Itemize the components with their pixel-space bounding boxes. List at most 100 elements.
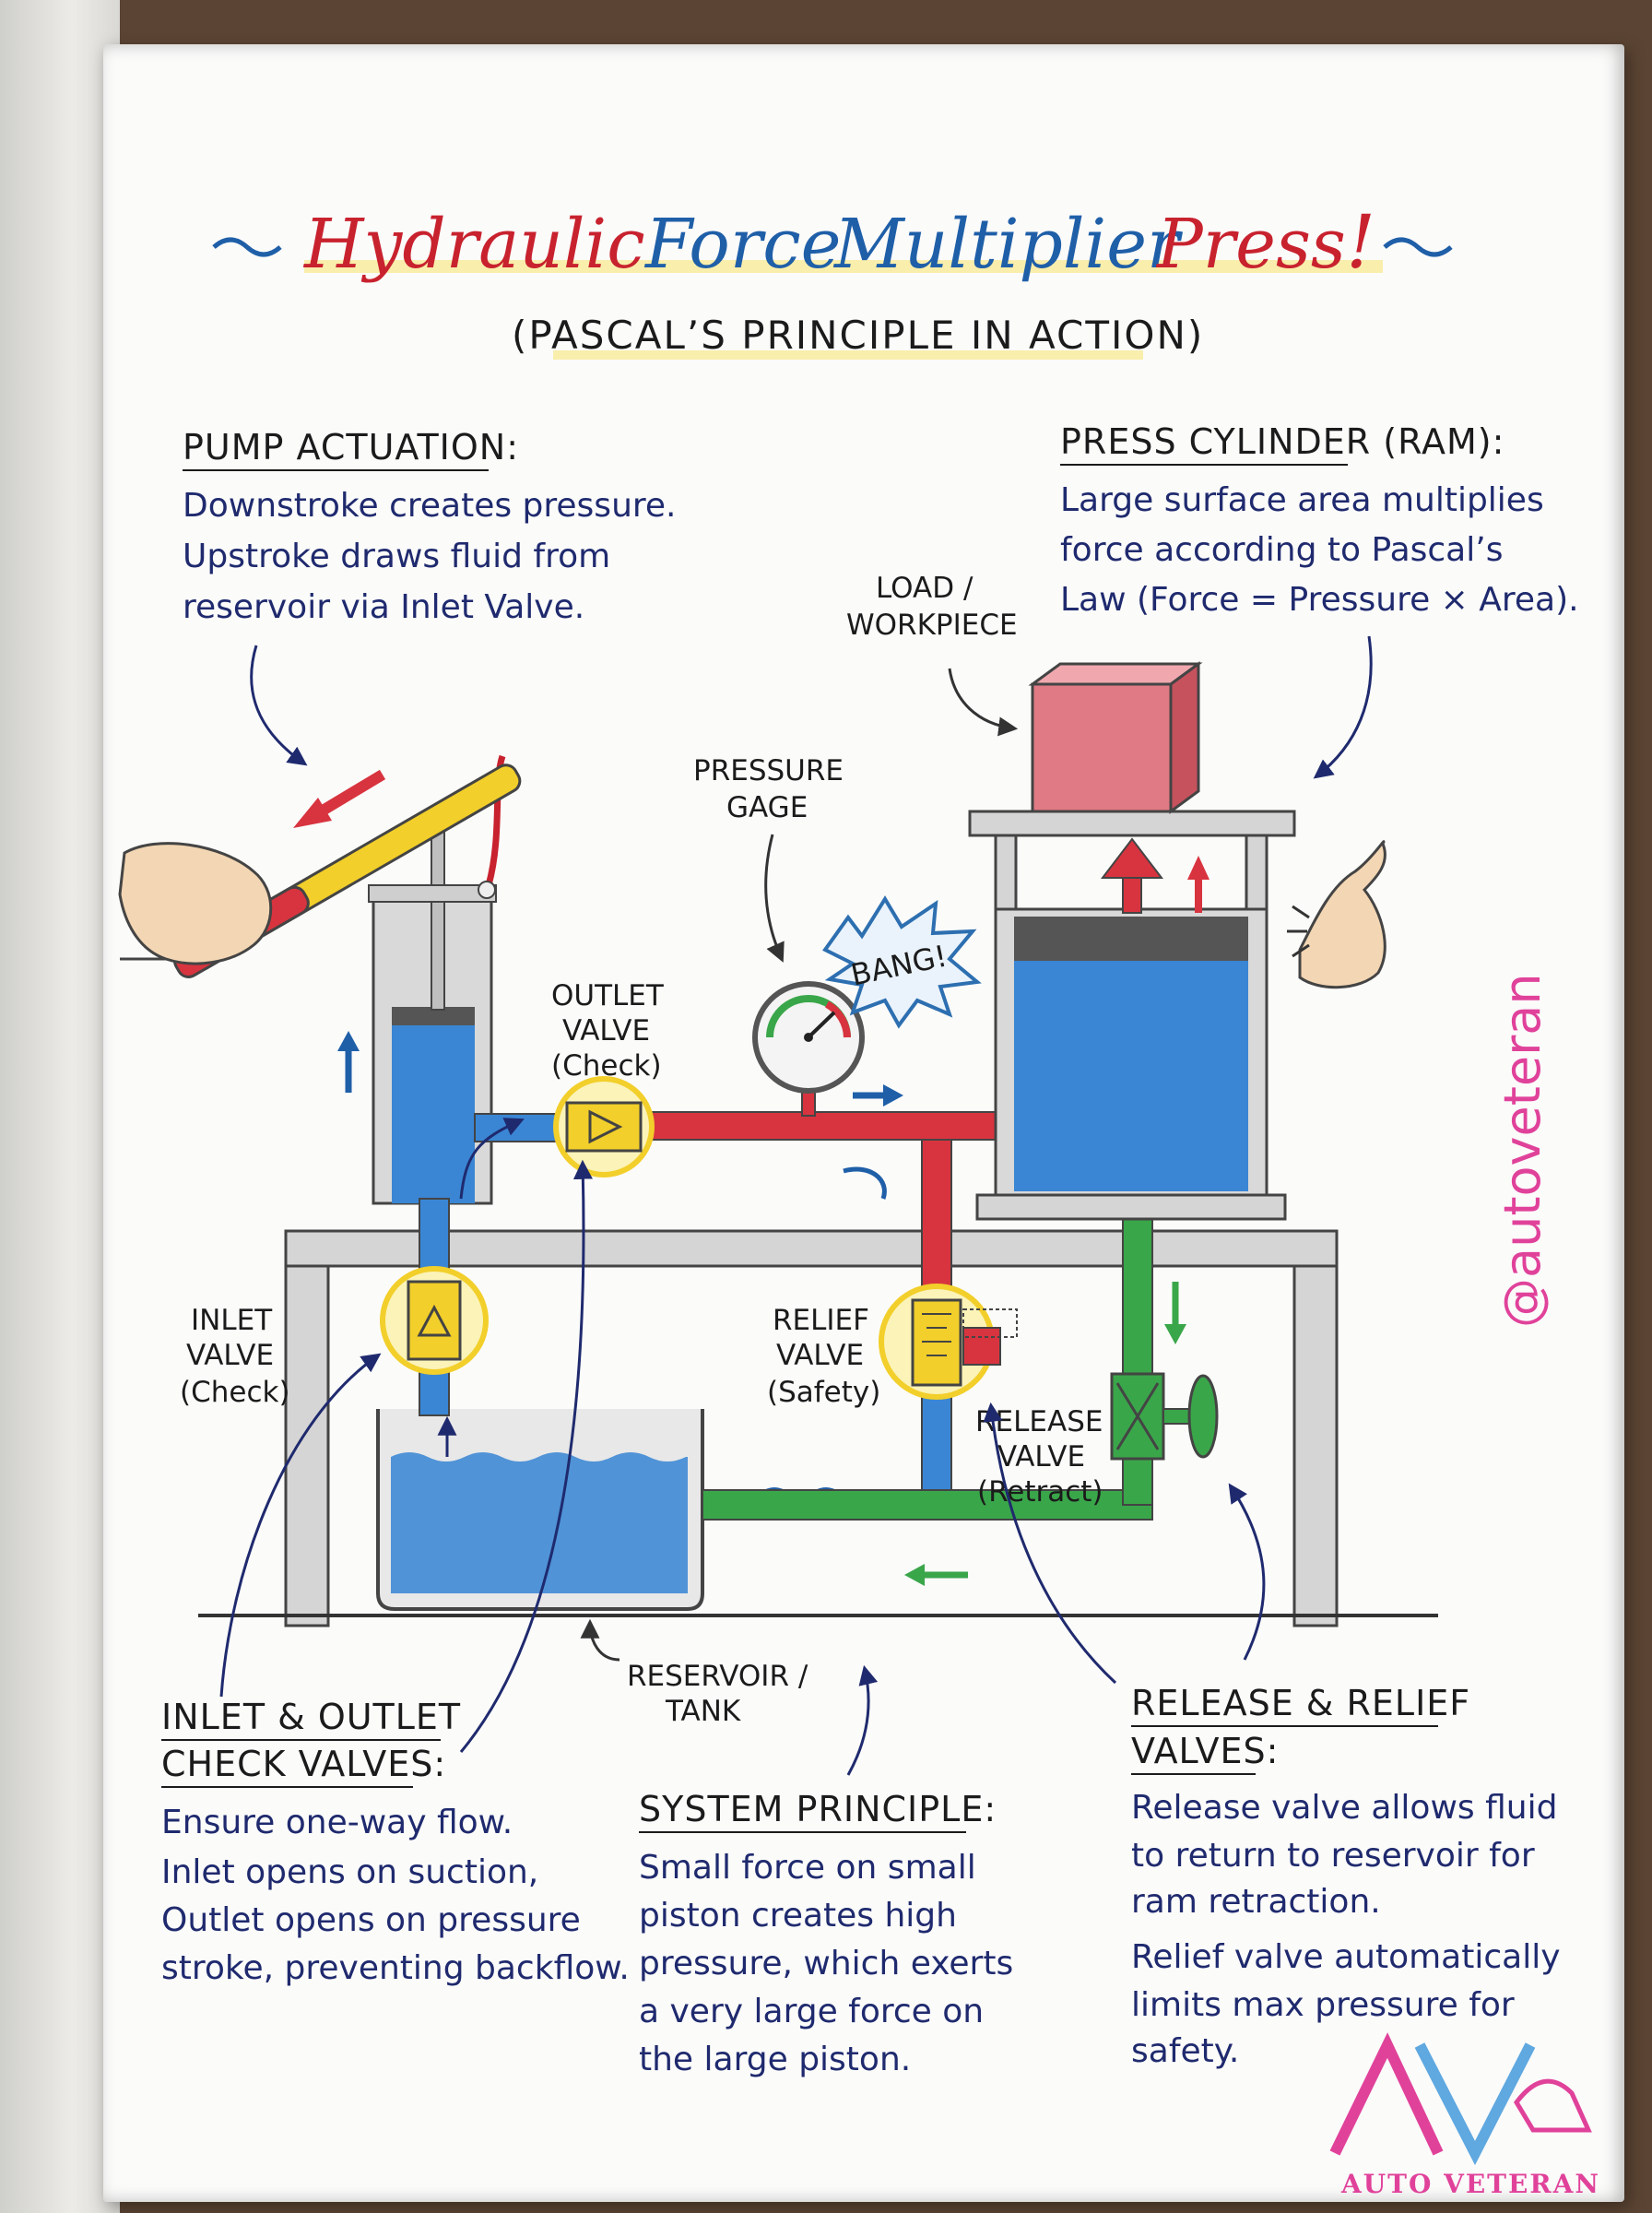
bang-burst-shape [822,895,982,1029]
subtitle: (PASCAL’S PRINCIPLE IN ACTION) [512,313,1204,358]
title-word-force: Force [643,205,841,284]
release-valve-cross-icon [1115,1382,1160,1450]
relief-valve [879,1284,1018,1400]
press-cylinder-line-3: Law (Force = Pressure × Area). [1060,581,1579,619]
pressure-gauge [752,981,865,1094]
inlet-valve-body [407,1280,462,1361]
release-relief-note: RELEASE & RELIEF VALVES: Release valve a… [983,1402,1561,2070]
pump-fluid [392,1024,475,1203]
press-ram-piston [1014,917,1248,961]
pump-actuation-heading: PUMP ACTUATION: [183,427,519,467]
release-relief-line-4: Relief valve automatically [1131,1938,1561,1976]
pump-piston [392,1007,475,1025]
reservoir-fluid [391,1452,688,1593]
check-valves-line-3: Outlet opens on pressure [161,1901,581,1939]
release-relief-line-2: to return to reservoir for [1131,1837,1535,1875]
press-cylinder-line-1: Large surface area multiplies [1060,481,1544,519]
base-frame [198,1229,1438,1627]
pump-pivot [478,881,496,899]
load-block [1028,661,1203,814]
press-right-column [1245,834,1268,911]
flexed-arm-icon [1287,840,1386,989]
press-cylinder-note: PRESS CYLINDER (RAM): Large surface area… [1060,421,1579,779]
subtitle-highlight [553,350,1143,360]
release-valve-label: RELEASE VALVE (Retract) [975,1405,1103,1509]
auto-veteran-logo: AUTO VETERAN [1329,2032,1599,2199]
system-principle-arrow [846,1664,879,1776]
pump-cylinder-cap [368,884,497,903]
press-cylinder-arrow [1313,635,1373,779]
relief-valve-cap [962,1327,1001,1366]
load-label-line-1: LOAD / [876,572,974,605]
title-exclaim: ! [1346,199,1375,285]
return-flow-arrow-head [904,1564,925,1586]
check-valves-line-2: Inlet opens on suction, [161,1853,538,1891]
check-valves-heading-line-1: INLET & OUTLET [161,1697,461,1737]
release-valve-label-line-2: VALVE [997,1440,1085,1473]
inlet-valve-label-line-3: (Check) [180,1376,290,1409]
upstroke-arrow-head [337,1031,360,1051]
watermark-handle: @autoveteran [1493,973,1552,1328]
title-left-tilde [212,237,282,257]
system-principle-line-1: Small force on small [639,1849,976,1887]
ram-force-arrow-head [1100,837,1164,879]
load-side-face [1169,661,1200,814]
release-relief-arrow-release [1228,1483,1266,1661]
gauge-needle [807,1011,836,1039]
hand-illustration [118,842,273,965]
relief-branch-pipe [921,1139,952,1302]
pressure-flow-arrow-head [883,1084,903,1106]
pump-actuation-line-3: reservoir via Inlet Valve. [183,588,584,626]
reservoir-label-line-1: RESERVOIR / [627,1660,808,1693]
outlet-valve-body [565,1101,643,1153]
logo-letter-a [1329,2032,1444,2156]
title-word-press: Press [1155,205,1346,284]
inlet-valve-label-line-1: INLET [191,1304,273,1337]
left-page-edge [0,0,120,2213]
check-valves-heading-line-2: CHECK VALVES: [161,1744,446,1784]
check-valves-line-1: Ensure one-way flow. [161,1804,513,1841]
press-cylinder-line-2: force according to Pascal’s [1060,531,1503,569]
pump-actuation-line-2: Upstroke draws fluid from [183,538,610,575]
check-valves-note: INLET & OUTLET CHECK VALVES: Ensure one-… [161,1159,630,1987]
release-relief-heading-line-1: RELEASE & RELIEF [1131,1683,1470,1723]
pressure-gage-label-line-1: PRESSURE [693,754,844,787]
reservoir-label-line-2: TANK [665,1695,741,1728]
frame-top-beam [284,1229,1339,1268]
ram-force-arrow-small-shaft [1195,876,1202,913]
load-label: LOAD / WORKPIECE [846,572,1019,737]
bang-burst: BANG! [822,895,982,1029]
press-cylinder-heading: PRESS CYLINDER (RAM): [1060,421,1504,462]
release-relief-heading-line-2: VALVES: [1131,1731,1279,1771]
pump-actuation-arrow [250,645,308,766]
pressure-line-main [640,1111,1015,1141]
load-label-arrow [948,668,1019,737]
title-block: Hydraulic Force Multiplier Press ! (PASC… [212,199,1453,360]
check-valves-line-4: stroke, preventing backflow. [161,1949,630,1987]
outlet-valve [553,1076,655,1178]
relief-valve-label-line-1: RELIEF [773,1304,869,1337]
release-flow-arrow-head [1164,1324,1186,1344]
title-word-hydraulic: Hydraulic [302,205,645,284]
pressure-gage-arrow [764,834,785,963]
relief-valve-label-line-3: (Safety) [767,1376,880,1409]
downstroke-arrow-head [293,798,332,828]
pump-outlet-flow-arrow [459,1118,525,1200]
pressure-gage-label-line-2: GAGE [726,791,808,824]
pump-actuation-line-1: Downstroke creates pressure. [183,487,676,525]
gauge-scale-high [824,1000,851,1038]
release-relief-line-1: Release valve allows fluid [1131,1789,1557,1827]
relief-valve-label-line-2: VALVE [776,1339,864,1372]
release-valve-label-line-3: (Retract) [977,1475,1103,1509]
load-label-line-2: WORKPIECE [846,609,1018,642]
system-principle-note: SYSTEM PRINCIPLE: Small force on small p… [639,1664,1013,2078]
release-relief-line-5: limits max pressure for [1131,1986,1515,2024]
press-cylinder-base [975,1193,1287,1221]
load-front-face [1031,682,1173,813]
frame-right-leg [1292,1264,1339,1627]
release-relief-line-3: ram retraction. [1131,1883,1381,1921]
gauge-hub [804,1033,813,1042]
reservoir-label-arrow [580,1618,620,1662]
relief-valve-vent [962,1308,1018,1338]
pump-assembly [118,754,522,1205]
